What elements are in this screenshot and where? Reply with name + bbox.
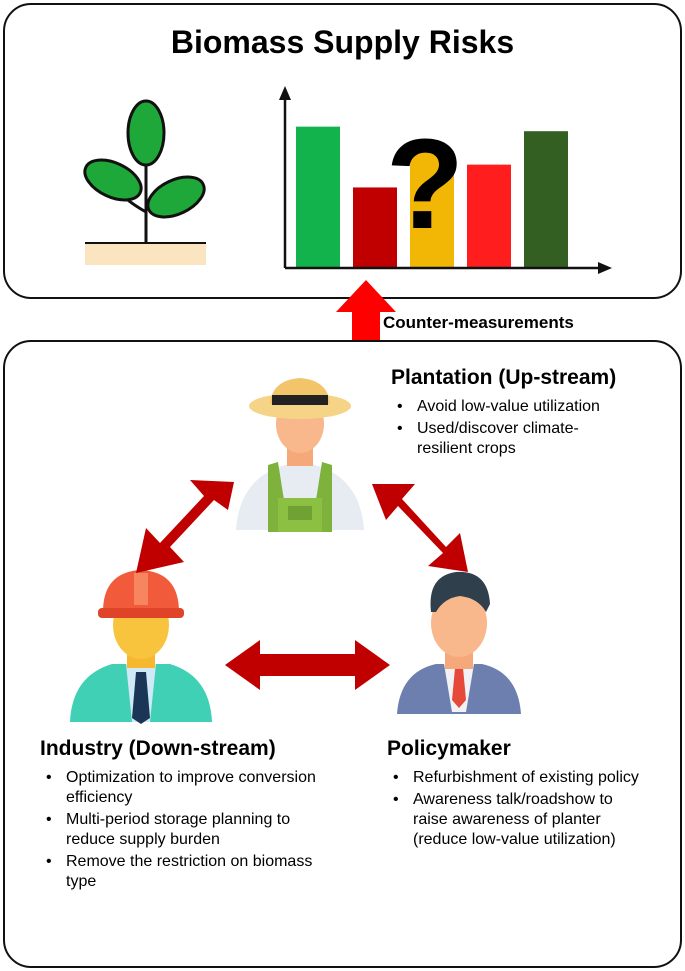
industry-heading: Industry (Down-stream) — [40, 737, 276, 760]
list-item: Optimization to improve conversion effic… — [46, 768, 336, 808]
diagram-title: Biomass Supply Risks — [170, 24, 515, 60]
industry-list: Optimization to improve conversion effic… — [44, 768, 336, 894]
counter-measurements-label: Counter-measurements — [383, 313, 574, 332]
list-item: Used/discover climate-resilient crops — [397, 419, 617, 459]
list-item: Avoid low-value utilization — [397, 397, 682, 417]
list-item: Refurbishment of existing policy — [393, 768, 643, 788]
policymaker-heading: Policymaker — [387, 737, 511, 760]
plantation-list: Avoid low-value utilization Used/discove… — [395, 397, 682, 461]
list-item: Multi-period storage planning to reduce … — [46, 810, 336, 850]
plantation-heading: Plantation (Up-stream) — [391, 366, 617, 389]
policymaker-list: Refurbishment of existing policy Awarene… — [391, 768, 673, 852]
list-item: Remove the restriction on biomass type — [46, 852, 336, 892]
list-item: Awareness talk/roadshow to raise awarene… — [393, 790, 643, 850]
